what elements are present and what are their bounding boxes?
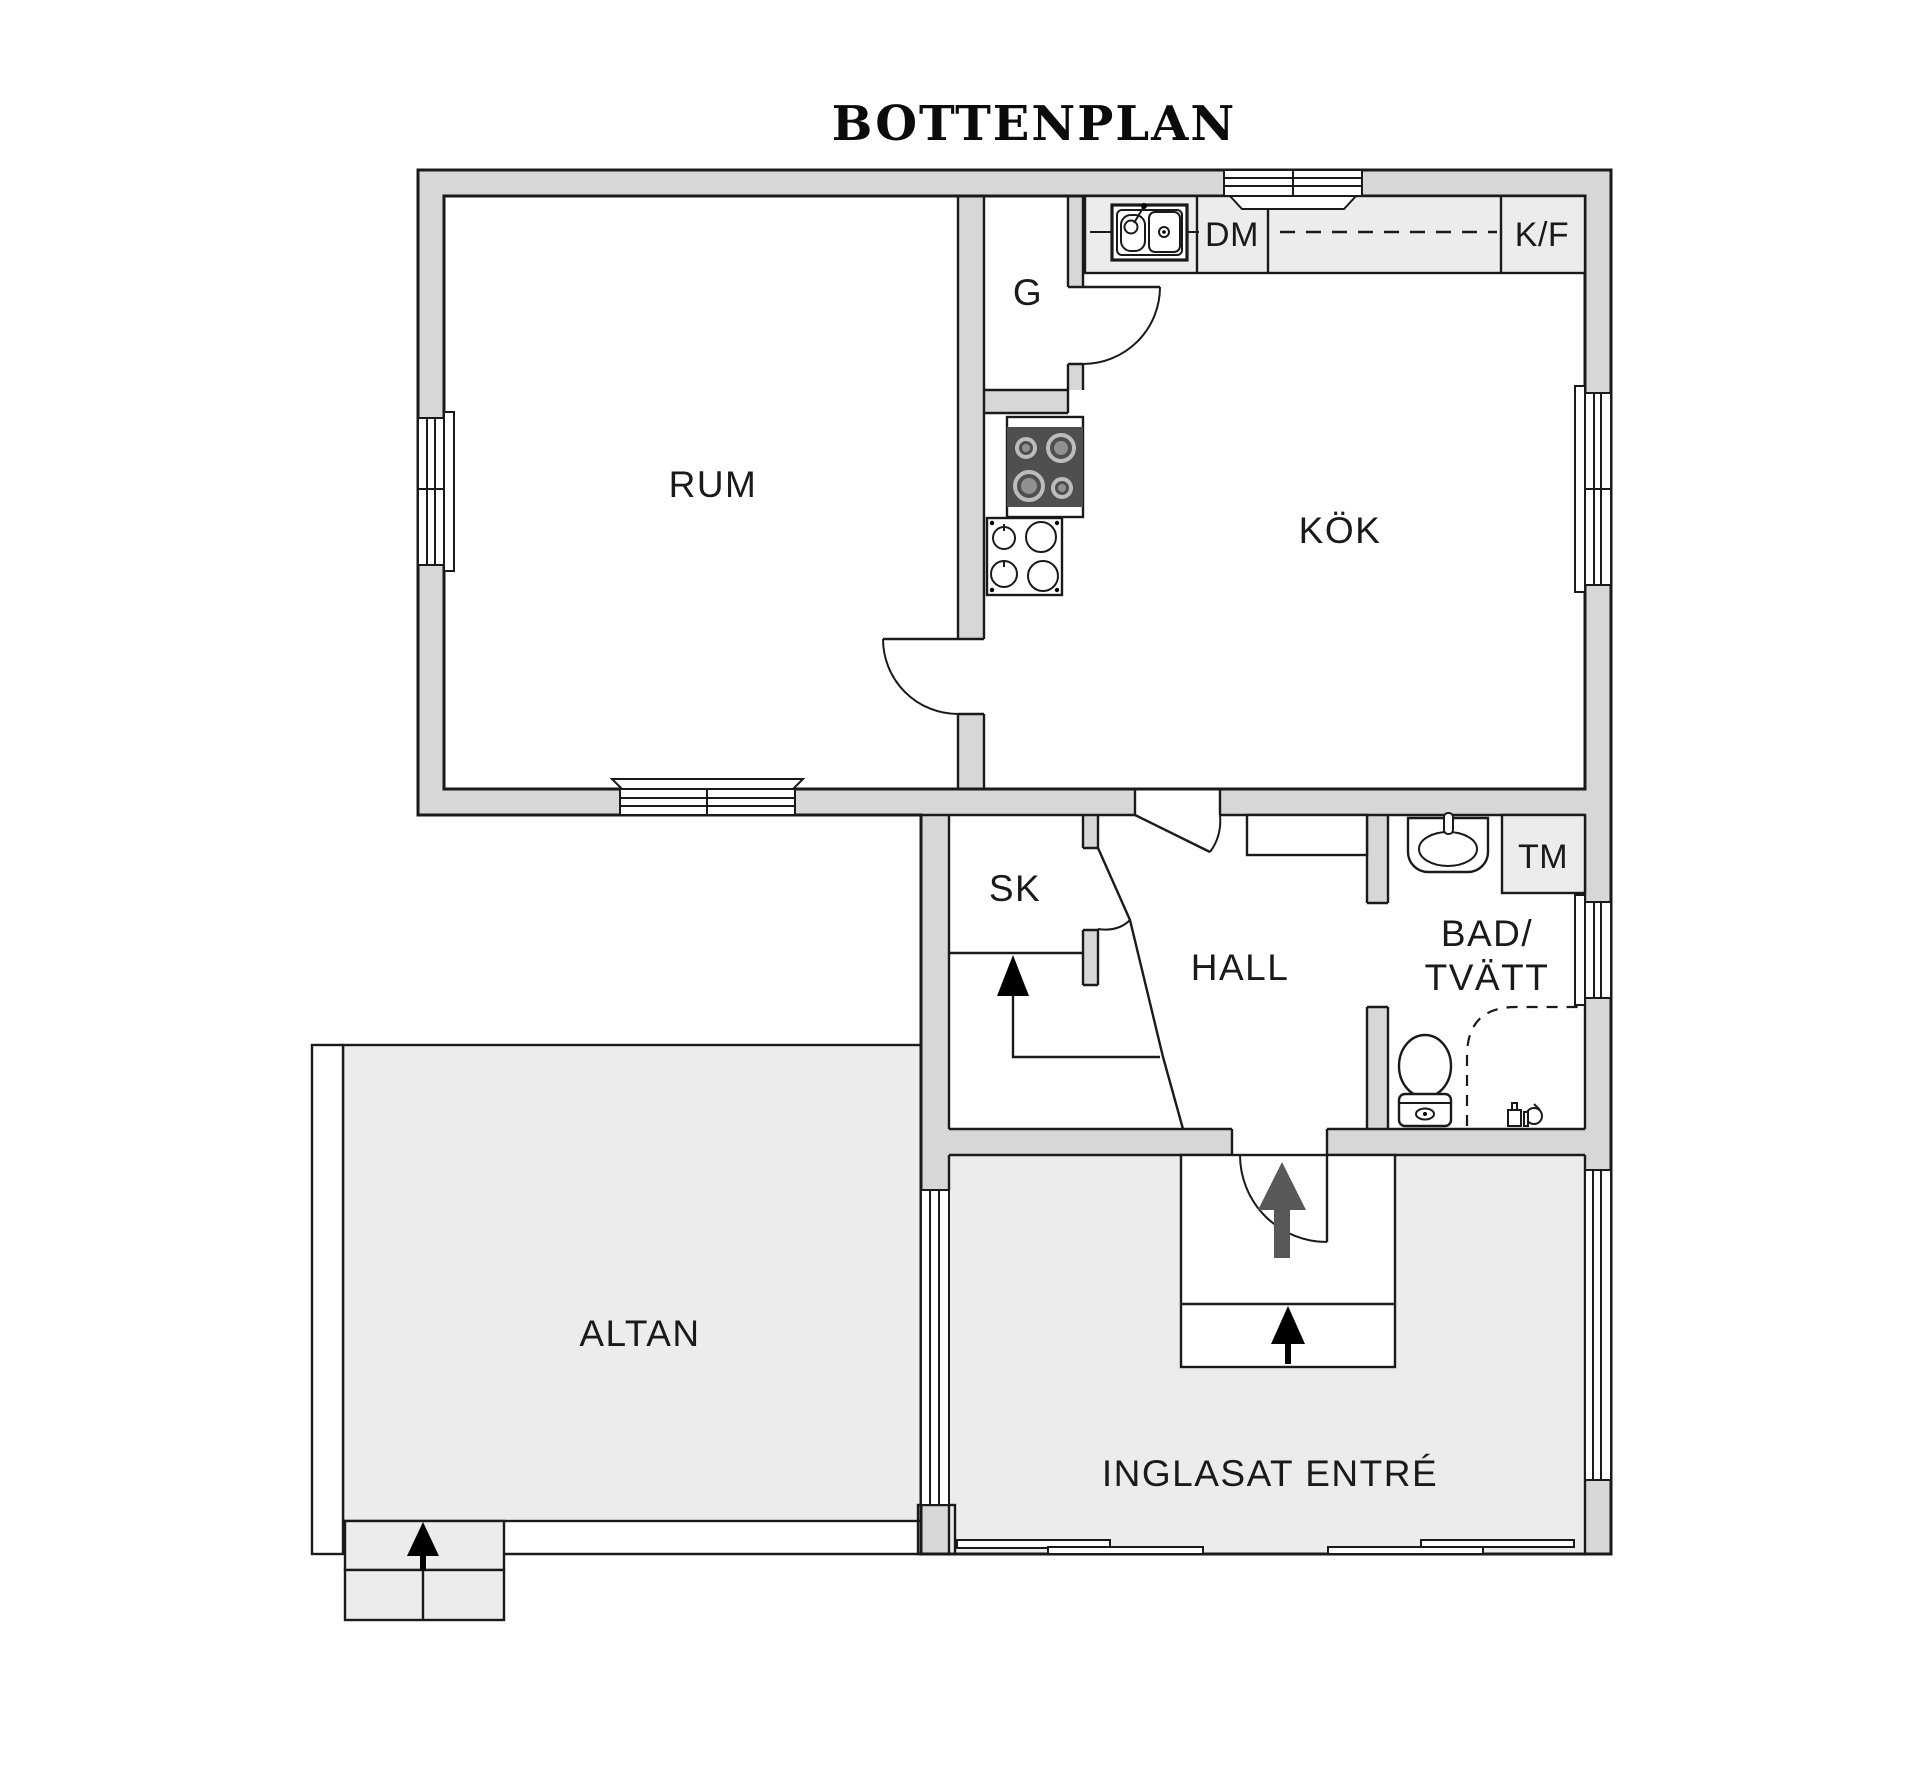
door-kok-hall bbox=[1134, 813, 1222, 854]
room-label-sk: SK bbox=[989, 868, 1041, 909]
appliance-label-kf: K/F bbox=[1515, 216, 1569, 254]
window-entre-right bbox=[1584, 1169, 1612, 1481]
hall-niche bbox=[1245, 813, 1369, 857]
washing-machine-box bbox=[1500, 813, 1587, 895]
stove-icon bbox=[1005, 415, 1085, 519]
toilet-icon bbox=[1397, 1033, 1453, 1128]
room-label-altan: ALTAN bbox=[579, 1313, 700, 1354]
entry-up-arrow-icon bbox=[1258, 1162, 1306, 1258]
door-front bbox=[1239, 1154, 1329, 1258]
plan-title: BOTTENPLAN bbox=[832, 96, 1236, 152]
room-label-g: G bbox=[1013, 272, 1043, 313]
room-label-rum: RUM bbox=[669, 464, 758, 505]
wall-outlines bbox=[416, 168, 1613, 1556]
room-label-bad: BAD/ bbox=[1441, 913, 1533, 954]
stair-walk-line bbox=[1011, 994, 1160, 1059]
window-bath-right bbox=[1574, 894, 1612, 1006]
window-rum-left bbox=[417, 411, 455, 572]
window-entre-bottom bbox=[956, 1539, 1575, 1555]
stair-up-arrow-icon bbox=[997, 955, 1029, 996]
windows bbox=[417, 169, 1612, 1555]
room-label-kok: KÖK bbox=[1299, 510, 1382, 551]
landing-up-arrow-icon bbox=[1271, 1306, 1305, 1364]
bathroom-items-icon bbox=[1507, 1102, 1543, 1127]
window-kitchen-top bbox=[1223, 169, 1363, 210]
shower-dashed-enclosure bbox=[1465, 1005, 1585, 1126]
room-label-tvatt: TVÄTT bbox=[1425, 957, 1550, 998]
appliance-label-dm: DM bbox=[1205, 216, 1259, 254]
sink-icon bbox=[1110, 203, 1189, 262]
cooktop-icon bbox=[985, 516, 1064, 597]
window-kitchen-right bbox=[1574, 385, 1612, 593]
window-entre-left bbox=[920, 1189, 950, 1506]
steps-up-arrow-icon bbox=[407, 1522, 439, 1571]
stair-edge bbox=[1096, 847, 1185, 1130]
altan-deck bbox=[341, 1043, 923, 1523]
appliance-label-tm: TM bbox=[1518, 838, 1568, 876]
window-rum-bottom bbox=[609, 778, 806, 816]
room-label-entre: INGLASAT ENTRÉ bbox=[1102, 1453, 1438, 1494]
door-g-closet bbox=[1082, 285, 1161, 365]
washbasin-icon bbox=[1406, 812, 1490, 874]
altan-steps bbox=[343, 1519, 506, 1622]
altan-side-strip bbox=[310, 1043, 345, 1556]
sk-door-arc bbox=[1097, 919, 1131, 931]
room-label-hall: HALL bbox=[1191, 947, 1290, 988]
staircase bbox=[949, 847, 1185, 1130]
door-rum-kok bbox=[882, 637, 959, 715]
